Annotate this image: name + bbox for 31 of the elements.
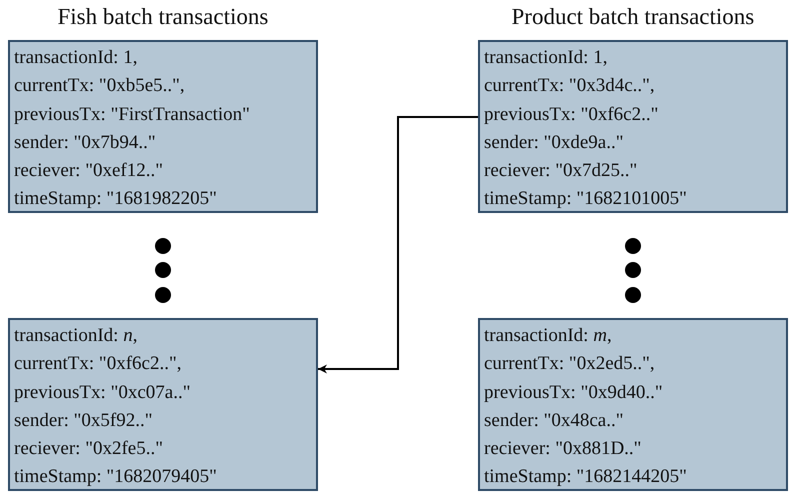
record-field: previousTx: "0x9d40.." xyxy=(484,378,663,407)
record-field: transactionId: 1, xyxy=(14,44,138,72)
record-field: reciever: "0xef12.." xyxy=(14,157,163,186)
record-field: currentTx: "0x2ed5..", xyxy=(484,350,655,379)
column-title: Fish batch transactions xyxy=(58,4,268,30)
column-title: Product batch transactions xyxy=(512,4,754,30)
record-field: reciever: "0x7d25.." xyxy=(484,157,638,186)
record-field: transactionId: m, xyxy=(484,322,612,350)
record-box xyxy=(478,318,788,491)
record-box xyxy=(8,318,318,491)
record-field: previousTx: "0xf6c2.." xyxy=(484,100,658,129)
record-field: currentTx: "0xf6c2..", xyxy=(14,350,182,379)
record-box xyxy=(8,40,318,213)
arrow xyxy=(318,116,478,374)
record-field: sender: "0x48ca.." xyxy=(484,406,624,436)
record-field: transactionId: 1, xyxy=(484,44,608,72)
record-field: previousTx: "FirstTransaction" xyxy=(14,100,250,129)
record-field: reciever: "0x2fe5.." xyxy=(14,435,163,464)
record-field: reciever: "0x881D.." xyxy=(484,435,642,464)
record-field: timeStamp: "1682101005" xyxy=(484,185,687,214)
record-field: transactionId: n, xyxy=(14,322,138,350)
record-field: previousTx: "0xc07a.." xyxy=(14,378,190,407)
record-field: timeStamp: "1681982205" xyxy=(14,185,217,214)
record-box xyxy=(478,40,788,213)
record-field: sender: "0xde9a.." xyxy=(484,128,624,158)
record-field: sender: "0x7b94.." xyxy=(14,128,156,158)
record-field: currentTx: "0x3d4c..", xyxy=(484,72,655,101)
record-field: sender: "0x5f92.." xyxy=(14,406,152,436)
record-field: timeStamp: "1682079405" xyxy=(14,463,217,492)
record-field: currentTx: "0xb5e5..", xyxy=(14,72,185,101)
record-field: timeStamp: "1682144205" xyxy=(484,463,687,492)
